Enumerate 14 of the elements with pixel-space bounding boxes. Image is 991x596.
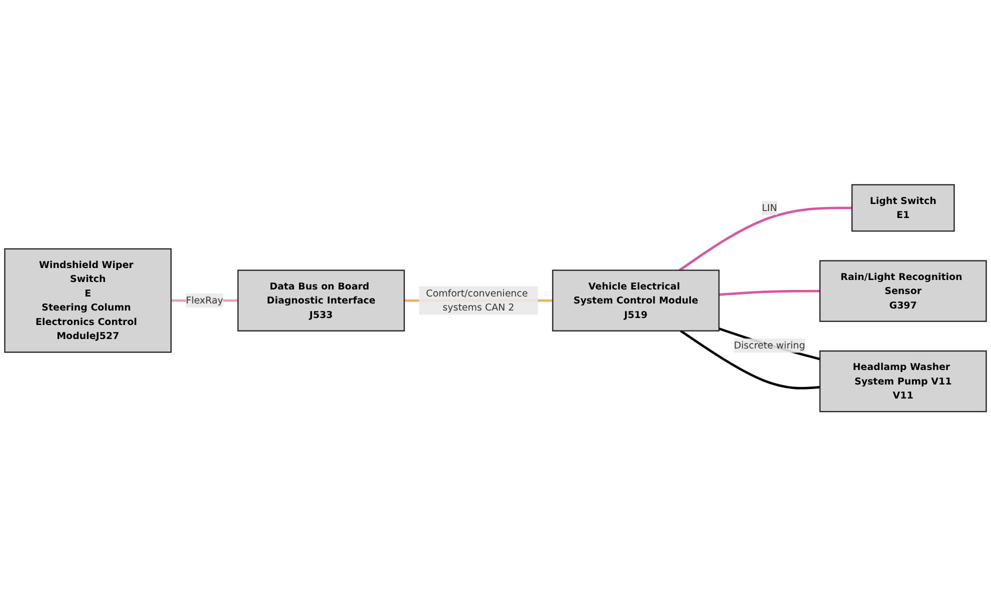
edge-label: LIN xyxy=(762,202,778,214)
node-box: Light Switch E1 xyxy=(851,184,955,232)
node-box: Headlamp Washer System Pump V11 V11 xyxy=(819,350,987,412)
edge-label: Comfort/convenience systems CAN 2 xyxy=(426,287,528,313)
connector xyxy=(718,327,820,360)
node-box: Windshield Wiper Switch E Steering Column Electronics Control ModuleJ527 xyxy=(4,248,172,353)
node-box: Data Bus on Board Diagnostic Interface J533 xyxy=(237,270,405,332)
node-box: Vehicle Electrical System Control Module J519 xyxy=(552,270,720,332)
edge-label: FlexRay xyxy=(186,294,224,306)
connector xyxy=(678,206,852,272)
connector xyxy=(718,290,820,296)
connector xyxy=(680,330,820,390)
edge-label: Discrete wiring xyxy=(734,340,806,351)
node-box: Rain/Light Recognition Sensor G397 xyxy=(819,260,987,322)
